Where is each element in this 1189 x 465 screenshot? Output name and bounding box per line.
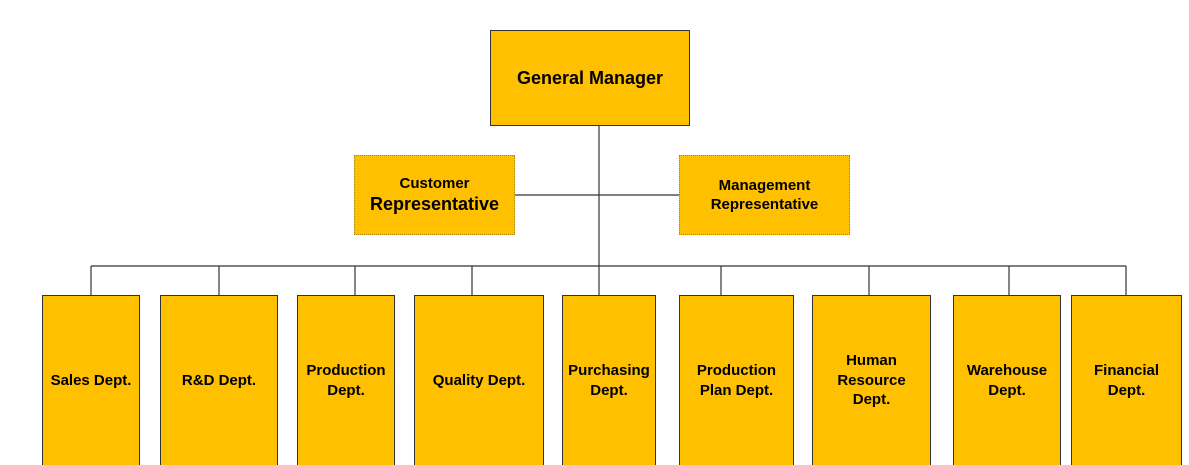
dept-label: Financial Dept.: [1093, 362, 1160, 399]
dept-label: Warehouse Dept.: [966, 362, 1048, 399]
dept-box-rd: R&D Dept.: [160, 295, 278, 465]
dept-label: Production Dept.: [306, 362, 386, 399]
dept-box-purchasing: Purchasing Dept.: [562, 295, 656, 465]
dept-box-warehouse: Warehouse Dept.: [953, 295, 1061, 465]
dept-label: Production Plan Dept.: [696, 362, 777, 399]
customer-rep-label-line2: Representative: [369, 194, 500, 215]
dept-box-sales: Sales Dept.: [42, 295, 140, 465]
management-rep-label: Management Representative: [710, 176, 819, 214]
dept-label: Sales Dept.: [50, 371, 132, 389]
customer-rep-label-line1: Customer: [399, 174, 470, 192]
customer-representative-box: Customer Representative: [354, 155, 515, 235]
dept-label: Quality Dept.: [432, 371, 526, 389]
general-manager-box: General Manager: [490, 30, 690, 126]
dept-box-financial: Financial Dept.: [1071, 295, 1182, 465]
dept-label: R&D Dept.: [181, 371, 257, 389]
dept-label: Purchasing Dept.: [568, 362, 650, 399]
dept-box-human-resource: Human Resource Dept.: [812, 295, 931, 465]
general-manager-label: General Manager: [516, 67, 664, 88]
dept-label: Human Resource Dept.: [837, 352, 906, 409]
dept-box-quality: Quality Dept.: [414, 295, 544, 465]
dept-box-production: Production Dept.: [297, 295, 395, 465]
management-representative-box: Management Representative: [679, 155, 850, 235]
dept-box-production-plan: Production Plan Dept.: [679, 295, 794, 465]
